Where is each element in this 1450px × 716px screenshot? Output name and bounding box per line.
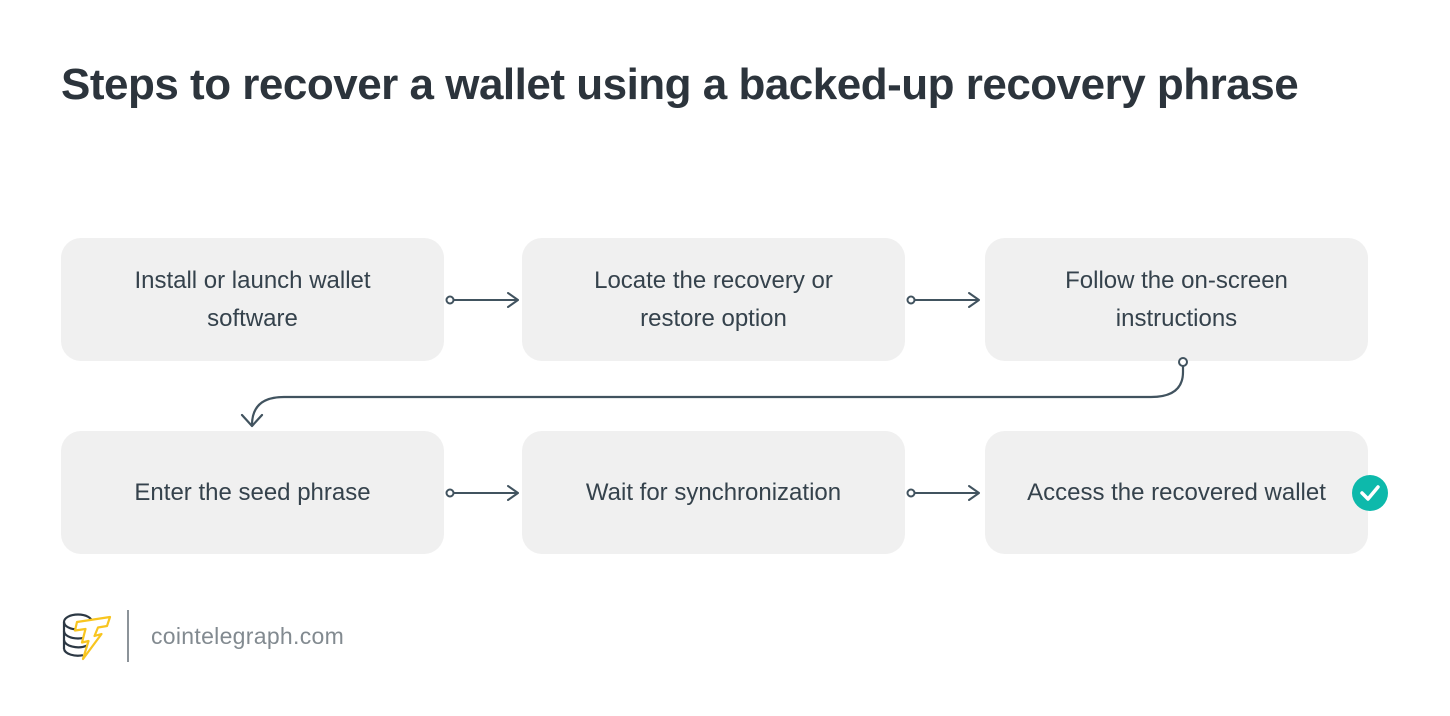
- arrow-right-icon: [906, 292, 980, 308]
- step-box-wait-synchronization: Wait for synchronization: [522, 431, 905, 554]
- arrow-right-icon: [445, 292, 519, 308]
- step-label: Enter the seed phrase: [134, 478, 371, 506]
- step-label: Access the recovered wallet: [1027, 478, 1326, 506]
- step-label: Locate the recovery or restore option: [594, 266, 833, 332]
- footer: cointelegraph.com: [57, 605, 344, 667]
- arrow-curve-down-icon: [240, 357, 1188, 428]
- arrow-right-icon: [906, 485, 980, 501]
- arrow-right-icon: [445, 485, 519, 501]
- cointelegraph-logo-icon: [62, 613, 112, 661]
- step-box-enter-seed-phrase: Enter the seed phrase: [61, 431, 444, 554]
- step-label: Follow the on-screen instructions: [1065, 266, 1288, 332]
- check-icon: [1352, 475, 1388, 511]
- footer-divider: [127, 610, 129, 662]
- footer-site-text: cointelegraph.com: [151, 622, 345, 649]
- step-box-install-or-launch: Install or launch wallet software: [61, 238, 444, 361]
- step-label: Wait for synchronization: [585, 478, 842, 506]
- step-box-access-wallet: Access the recovered wallet: [985, 431, 1368, 554]
- step-box-locate-recovery-option: Locate the recovery or restore option: [522, 238, 905, 361]
- step-box-follow-instructions: Follow the on-screen instructions: [985, 238, 1368, 361]
- step-label: Install or launch wallet software: [134, 266, 371, 332]
- page-title: Steps to recover a wallet using a backed…: [61, 60, 1299, 109]
